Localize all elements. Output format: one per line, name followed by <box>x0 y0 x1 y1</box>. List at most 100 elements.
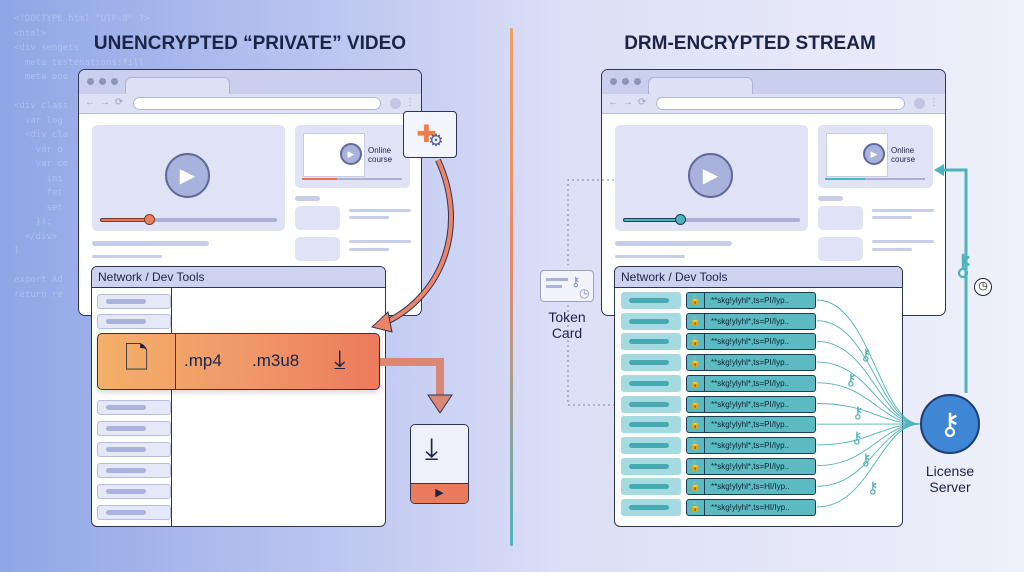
thumb-label: Online course <box>368 146 393 164</box>
request-name <box>621 312 681 330</box>
request-name <box>621 292 681 309</box>
encrypted-request-row[interactable]: 🔒**skg!ylyhl*,ts=PI/Iyp.. <box>621 354 821 372</box>
right-devtools: Network / Dev Tools 🔒 **skg!ylyhl*,ts=PI/… <box>614 266 903 527</box>
lock-icon: 🔒 <box>687 479 705 495</box>
request-row[interactable] <box>97 421 171 436</box>
request-row[interactable] <box>97 400 171 415</box>
encrypted-request-row[interactable]: 🔒**skg!ylyhl*,ts=PI/Iyp.. <box>621 416 821 434</box>
course-thumbnail[interactable]: ▶ Online course <box>818 125 933 188</box>
lock-icon: 🔒 <box>687 500 705 515</box>
left-title: UNENCRYPTED “PRIVATE” VIDEO <box>93 33 407 54</box>
encrypted-payload: **skg!ylyhl*,ts=PI/Iyp.. <box>711 316 790 326</box>
request-row[interactable] <box>97 505 171 520</box>
lock-icon: 🔒 <box>687 375 705 391</box>
profile-icon[interactable] <box>914 98 925 109</box>
extension-puzzle-icon[interactable]: ✚⚙ <box>403 111 457 158</box>
encrypted-payload: **skg!ylyhl*,ts=PI/Iyp.. <box>711 399 790 409</box>
encrypted-payload: **skg!ylyhl*,ts=HI/Iyp.. <box>711 482 790 492</box>
token-card-label: Token Card <box>548 309 586 341</box>
encrypted-request-row[interactable]: 🔒 **skg!ylyhl*,ts=PI/Iyp.. <box>621 374 821 392</box>
encrypted-request-row[interactable]: 🔒 **skg!ylyhl*,ts=HI/Iyp.. <box>621 478 821 496</box>
reload-icon[interactable]: ⟳ <box>115 97 124 108</box>
lock-icon: 🔒 <box>687 313 705 329</box>
right-title: DRM-ENCRYPTED STREAM <box>624 33 876 54</box>
divider <box>510 28 513 546</box>
key-connector-line <box>816 423 921 487</box>
key-icon: ⚷ <box>860 452 872 469</box>
gear-icon: ⚙ <box>428 130 444 150</box>
menu-icon[interactable]: ⋮ <box>405 97 415 108</box>
encrypted-payload: **skg!ylyhl*,ts=HI/Iyp.. <box>711 503 790 512</box>
key-connector-line <box>816 423 921 508</box>
segment-m3u8: .m3u8 <box>252 351 300 370</box>
key-icon: ⚷ <box>867 480 879 497</box>
progress-handle[interactable] <box>675 214 686 225</box>
lock-icon: 🔒 <box>687 293 705 308</box>
forward-icon[interactable]: → <box>623 97 633 108</box>
forward-icon[interactable]: → <box>100 97 110 108</box>
key-connector-line <box>816 320 921 425</box>
request-row[interactable] <box>97 442 171 457</box>
encrypted-payload: **skg!ylyhl*,ts=PI/Iyp.. <box>711 337 790 347</box>
request-row[interactable] <box>97 484 171 499</box>
address-bar[interactable] <box>656 97 905 110</box>
play-icon[interactable]: ▶ <box>688 153 733 198</box>
request-name <box>621 478 681 496</box>
request-name <box>621 416 681 434</box>
download-icon[interactable]: ⤓ <box>334 344 346 374</box>
license-server-label: License Server <box>925 463 975 495</box>
key-connector-line <box>816 403 921 425</box>
license-server-key-icon: ⚷ <box>920 394 980 454</box>
background-code: <!DOCTYPE html "UTF-8" ?> <html> <div se… <box>14 14 150 300</box>
token-card-icon: ⚷◷ <box>540 270 594 302</box>
clock-icon: ◷ <box>974 278 992 296</box>
encrypted-request-row[interactable]: 🔒**skg!ylyhl*,ts=PI/Iyp.. <box>621 333 821 351</box>
devtools-title: Network / Dev Tools <box>615 267 902 288</box>
profile-icon[interactable] <box>390 98 401 109</box>
encrypted-payload: **skg!ylyhl*,ts=PI/Iyp.. <box>711 378 790 388</box>
address-bar[interactable] <box>133 97 381 110</box>
encrypted-request-row[interactable]: 🔒**skg!ylyhl*,ts=PI/Iyp.. <box>621 457 821 475</box>
request-name <box>621 436 681 454</box>
request-name <box>621 354 681 372</box>
media-request-row[interactable]: 🗋 .mp4 .m3u8 ⤓ <box>97 333 380 390</box>
license-key-icon: ⚷ <box>952 249 974 282</box>
right-browser-window: ← → ⟳ ⋮ ▶ ▶ Online course <box>601 69 946 316</box>
reload-icon[interactable]: ⟳ <box>638 97 647 108</box>
request-name <box>621 499 681 516</box>
left-devtools: Network / Dev Tools <box>91 266 386 527</box>
segment-mp4: .mp4 <box>184 351 222 370</box>
key-icon: ⚷ <box>852 405 864 422</box>
encrypted-payload: **skg!ylyhl*,ts=PI/Iyp.. <box>711 358 790 368</box>
video-player[interactable]: ▶ <box>92 125 285 231</box>
encrypted-request-row[interactable]: 🔒**skg!ylyhl*,ts=PI/Iyp.. <box>621 292 821 309</box>
progress-handle[interactable] <box>144 214 155 225</box>
downloaded-video-file-icon: ⤓ ▶ <box>410 424 469 504</box>
request-name <box>621 395 681 413</box>
encrypted-request-row[interactable]: 🔒**skg!ylyhl*,ts=PI/Iyp.. <box>621 395 821 413</box>
request-row[interactable] <box>97 294 171 309</box>
encrypted-request-row[interactable]: 🔒 **skg!ylyhl*,ts=PI/Iyp.. <box>621 312 821 330</box>
back-icon[interactable]: ← <box>85 97 95 108</box>
encrypted-request-row[interactable]: 🔒 **skg!ylyhl*,ts=HI/Iyp.. <box>621 499 821 516</box>
back-icon[interactable]: ← <box>608 97 618 108</box>
request-row[interactable] <box>97 314 171 329</box>
video-player[interactable]: ▶ <box>615 125 808 231</box>
key-connector-line <box>816 299 921 425</box>
key-icon: ⚷ <box>845 372 857 389</box>
browser-tab[interactable] <box>648 77 753 94</box>
browser-tab[interactable] <box>125 77 230 94</box>
play-icon[interactable]: ▶ <box>165 153 210 198</box>
menu-icon[interactable]: ⋮ <box>929 97 939 108</box>
request-name <box>621 333 681 351</box>
course-thumbnail[interactable]: ▶ Online course <box>295 125 410 188</box>
key-icon: ⚷ <box>851 430 863 447</box>
request-row[interactable] <box>97 463 171 478</box>
key-icon: ⚷ <box>860 347 872 364</box>
key-connector-line <box>816 382 921 425</box>
encrypted-request-row[interactable]: 🔒**skg!ylyhl*,ts=PI/Iyp.. <box>621 436 821 454</box>
key-connector-line <box>816 423 921 446</box>
file-icon: 🗋 <box>98 334 176 389</box>
lock-icon: 🔒 <box>687 437 705 453</box>
